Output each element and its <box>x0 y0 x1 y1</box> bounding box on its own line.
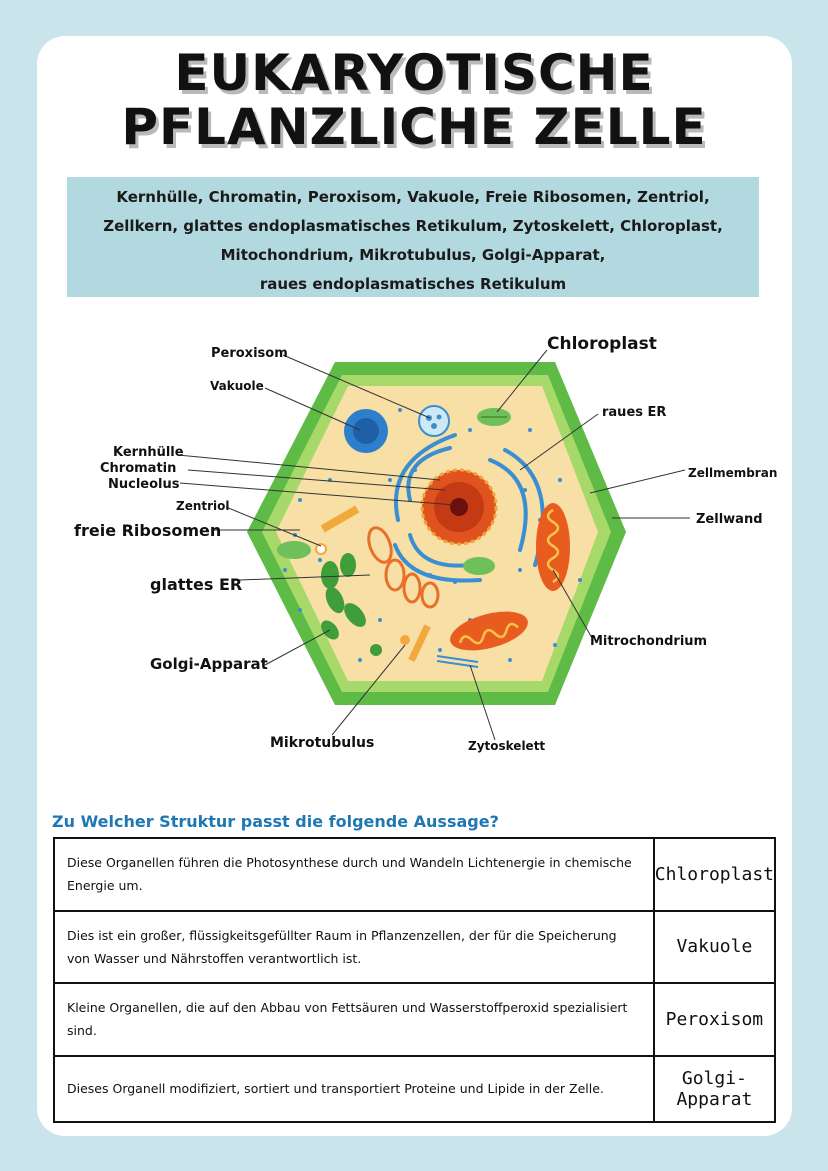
answer-cell: Vakuole <box>652 909 777 984</box>
answer-cell: Golgi-Apparat <box>652 1054 777 1123</box>
mitochondrium <box>450 503 570 651</box>
plant-cell-diagram: Peroxisom Chloroplast Vakuole raues ER K… <box>74 334 777 753</box>
centriole <box>320 505 360 533</box>
label-nucleolus: Nucleolus <box>108 477 180 492</box>
quiz-question: Zu Welcher Struktur passt die folgende A… <box>52 812 499 831</box>
label-zentriol: Zentriol <box>176 499 230 513</box>
table-row: Dieses Organell modifiziert, sortiert un… <box>53 1054 777 1123</box>
statement-cell: Diese Organellen führen die Photosynthes… <box>53 837 655 912</box>
label-mitochondrium: Mitrochondrium <box>590 634 707 649</box>
leader-lines <box>177 349 690 741</box>
label-peroxisom: Peroxisom <box>211 346 288 361</box>
microtubule <box>408 624 431 662</box>
golgi-apparatus <box>321 553 382 656</box>
label-kernhuelle: Kernhülle <box>113 445 184 460</box>
label-mikrotubulus: Mikrotubulus <box>270 735 374 751</box>
smooth-er <box>367 526 440 609</box>
title-line-1: EUKARYOTISCHE <box>174 44 654 102</box>
label-zellwand: Zellwand <box>696 512 763 527</box>
nucleolus <box>450 498 468 516</box>
word-bank-line: raues endoplasmatisches Retikulum <box>259 275 567 293</box>
cytoskeleton <box>436 655 479 668</box>
statement-cell: Dieses Organell modifiziert, sortiert un… <box>53 1054 655 1123</box>
table-row: Kleine Organellen, die auf den Abbau von… <box>53 982 777 1057</box>
label-chromatin: Chromatin <box>100 461 176 476</box>
word-bank-line: Zellkern, glattes endoplasmatisches Reti… <box>103 217 723 235</box>
word-bank-line: Mitochondrium, Mikrotubulus, Golgi-Appar… <box>220 246 606 264</box>
label-freie-ribosomen: freie Ribosomen <box>74 521 221 540</box>
word-bank-line: Kernhülle, Chromatin, Peroxisom, Vakuole… <box>116 188 710 206</box>
label-chloroplast: Chloroplast <box>547 334 657 354</box>
label-zellmembran: Zellmembran <box>688 466 777 480</box>
quiz-table: Diese Organellen führen die Photosynthes… <box>53 837 777 1123</box>
statement-cell: Kleine Organellen, die auf den Abbau von… <box>53 982 655 1057</box>
peroxisome <box>418 405 450 437</box>
label-golgi-apparat: Golgi-Apparat <box>150 655 268 673</box>
word-bank: Kernhülle, Chromatin, Peroxisom, Vakuole… <box>67 177 759 297</box>
answer-cell: Peroxisom <box>652 982 777 1057</box>
statement-cell: Dies ist ein großer, flüssigkeitsgefüllt… <box>53 909 655 984</box>
table-row: Diese Organellen führen die Photosynthes… <box>53 837 777 912</box>
label-vakuole: Vakuole <box>210 379 264 393</box>
title-line-2: PFLANZLICHE ZELLE <box>121 98 707 156</box>
label-raues-er: raues ER <box>602 405 666 420</box>
answer-cell: Chloroplast <box>652 837 777 912</box>
label-zytoskelett: Zytoskelett <box>468 739 545 753</box>
label-glattes-er: glattes ER <box>150 575 242 594</box>
table-row: Dies ist ein großer, flüssigkeitsgefüllt… <box>53 909 777 984</box>
